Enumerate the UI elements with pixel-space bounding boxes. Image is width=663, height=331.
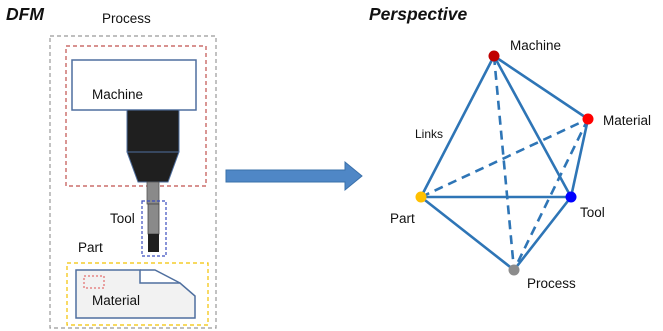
tool-label: Tool bbox=[110, 211, 135, 226]
part-boundary bbox=[66, 262, 209, 326]
node-label-process: Process bbox=[527, 276, 576, 291]
node-machine bbox=[488, 50, 500, 62]
node-process bbox=[508, 264, 520, 276]
part-label: Part bbox=[78, 240, 103, 255]
process-label: Process bbox=[102, 11, 151, 26]
node-material bbox=[582, 113, 594, 125]
machine-spindle bbox=[126, 109, 180, 153]
tool-tip bbox=[148, 234, 159, 252]
edge-machine-process bbox=[492, 55, 516, 271]
machine-label: Machine bbox=[92, 87, 144, 102]
links-label: Links bbox=[415, 127, 444, 141]
node-part bbox=[415, 191, 427, 203]
edge-part-process bbox=[419, 195, 516, 272]
machine-boundary bbox=[65, 45, 207, 187]
part-notch bbox=[140, 269, 181, 284]
transform-arrow bbox=[225, 160, 363, 192]
material-label: Material bbox=[92, 293, 141, 308]
edge-machine-tool bbox=[492, 54, 573, 199]
node-tool bbox=[565, 191, 577, 203]
dfm-title: DFM bbox=[6, 4, 44, 24]
edge-tool-process bbox=[512, 195, 573, 272]
edge-part-material bbox=[420, 117, 589, 199]
node-label-tool: Tool bbox=[580, 205, 605, 220]
machine-box bbox=[71, 59, 197, 111]
part-shape bbox=[75, 269, 196, 319]
node-label-part: Part bbox=[390, 211, 415, 226]
process-boundary bbox=[49, 35, 217, 329]
machine-chuck bbox=[126, 151, 180, 183]
edge-material-process bbox=[512, 118, 590, 271]
material-marker bbox=[83, 275, 105, 289]
node-label-machine: Machine bbox=[510, 38, 562, 53]
perspective-title: Perspective bbox=[369, 4, 468, 24]
tool-boundary bbox=[141, 200, 167, 257]
edge-machine-part bbox=[419, 54, 496, 199]
node-label-material: Material bbox=[603, 113, 652, 128]
edge-material-tool bbox=[569, 117, 590, 199]
edge-machine-material bbox=[492, 54, 590, 121]
